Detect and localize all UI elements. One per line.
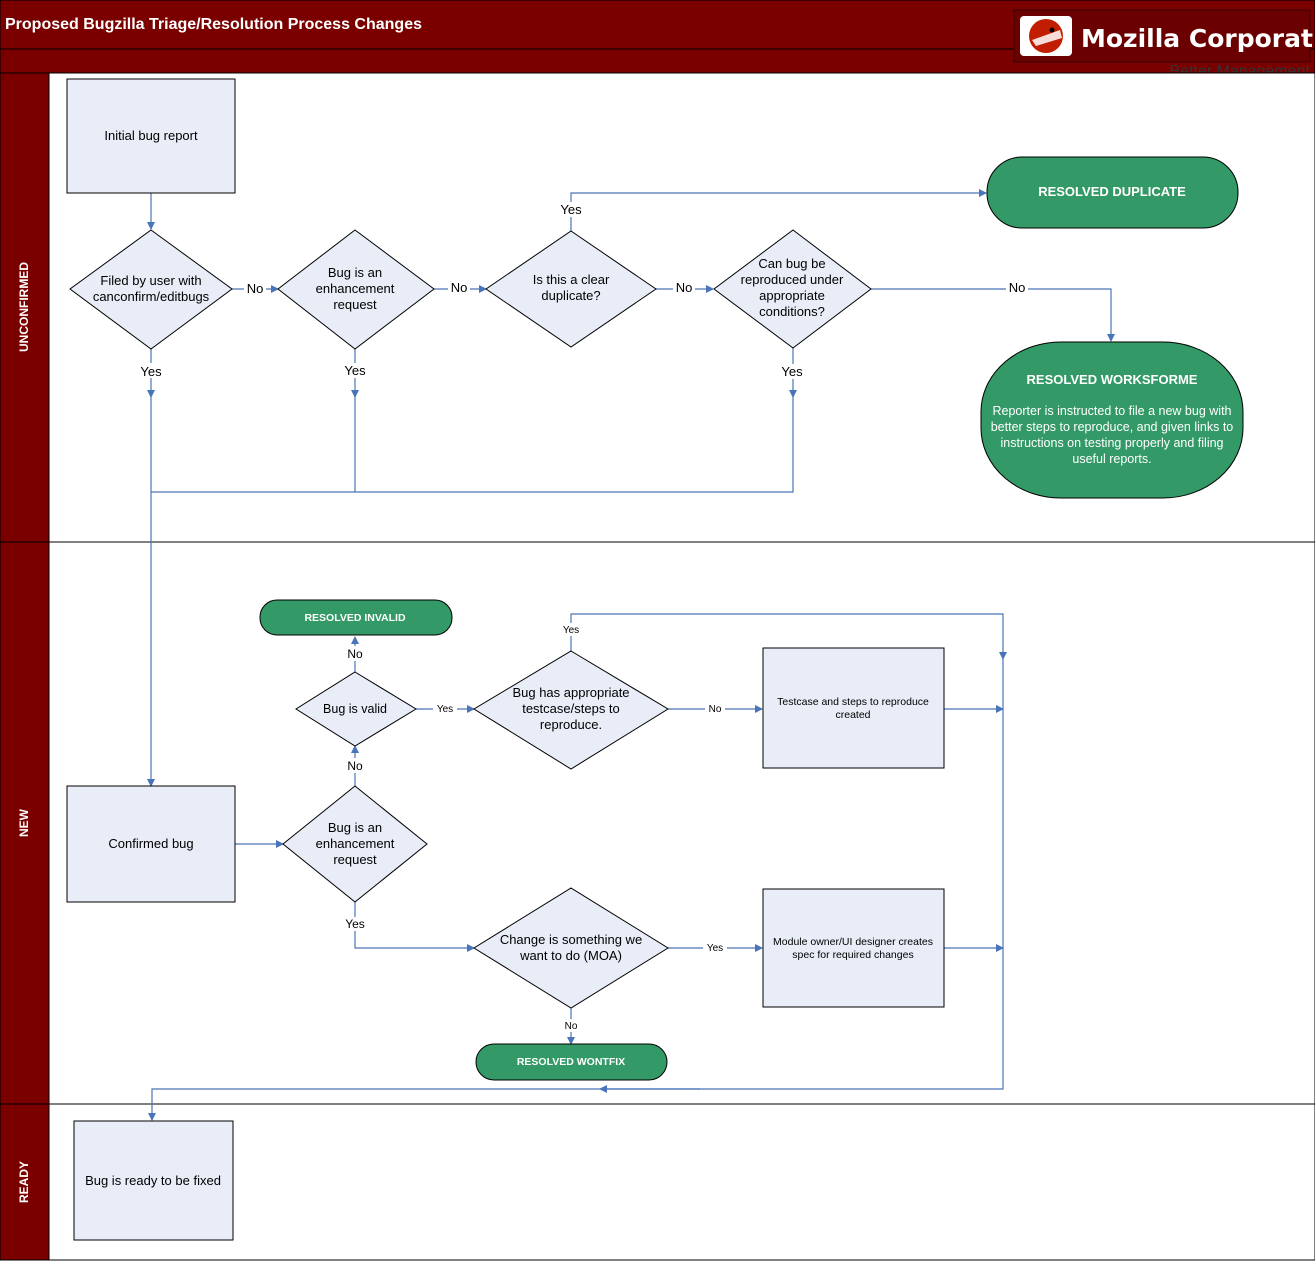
svg-text:Initial bug report: Initial bug report	[104, 128, 198, 143]
svg-text:appropriate: appropriate	[759, 288, 825, 303]
svg-text:RESOLVED DUPLICATE: RESOLVED DUPLICATE	[1038, 184, 1186, 199]
mozilla-logo: Mozilla Corporation	[1013, 9, 1315, 63]
node-confirmed-bug: Confirmed bug	[66, 785, 236, 903]
logo-text: Mozilla Corporation	[1081, 24, 1315, 53]
decision-enhancement-request-2: Bug is an enhancement request	[282, 785, 428, 903]
decision-change-wanted: Change is something we want to do (MOA)	[473, 887, 669, 1009]
svg-text:useful reports.: useful reports.	[1072, 452, 1151, 466]
svg-text:Bug is valid: Bug is valid	[323, 702, 387, 716]
edge-label-no: No	[247, 281, 264, 296]
edge-label-no: No	[1009, 280, 1026, 295]
terminal-resolved-worksforme: RESOLVED WORKSFORME Reporter is instruct…	[980, 341, 1244, 499]
edge-label-yes: Yes	[563, 625, 579, 636]
edge-label-no: No	[676, 280, 693, 295]
svg-text:conditions?: conditions?	[759, 304, 825, 319]
edge-label-no: No	[347, 647, 363, 661]
edge-label-yes: Yes	[140, 364, 162, 379]
svg-text:testcase/steps to: testcase/steps to	[522, 701, 620, 716]
edge-label-yes: Yes	[345, 917, 365, 931]
decision-appropriate-testcase: Bug has appropriate testcase/steps to re…	[473, 650, 669, 770]
edge-label-yes: Yes	[781, 364, 803, 379]
svg-text:reproduce.: reproduce.	[540, 717, 602, 732]
svg-text:created: created	[835, 709, 870, 721]
lane-label-ready: READY	[17, 1161, 31, 1203]
svg-text:enhancement: enhancement	[316, 836, 395, 851]
edge-labels: No No No No Yes Yes Yes Yes No No Yes No…	[138, 202, 1028, 1032]
edge-label-no: No	[347, 759, 363, 773]
svg-text:Is this a clear: Is this a clear	[533, 272, 610, 287]
svg-text:RESOLVED WORKSFORME: RESOLVED WORKSFORME	[1027, 372, 1198, 387]
svg-text:Can bug be: Can bug be	[758, 256, 825, 271]
edge-label-yes: Yes	[560, 202, 582, 217]
svg-text:better steps to reproduce, and: better steps to reproduce, and given lin…	[991, 420, 1234, 434]
svg-text:request: request	[333, 297, 377, 312]
node-testcase-created: Testcase and steps to reproduce created	[762, 647, 945, 769]
decision-bug-valid: Bug is valid	[295, 671, 417, 747]
node-ready-to-fix: Bug is ready to be fixed	[73, 1120, 234, 1241]
svg-text:Bug is an: Bug is an	[328, 265, 382, 280]
svg-text:Filed by user with: Filed by user with	[100, 273, 201, 288]
svg-text:Confirmed bug: Confirmed bug	[108, 836, 193, 851]
node-initial-report: Initial bug report	[66, 78, 236, 194]
svg-text:spec for required changes: spec for required changes	[792, 949, 913, 961]
svg-text:canconfirm/editbugs: canconfirm/editbugs	[93, 289, 210, 304]
svg-text:Reporter is instructed to file: Reporter is instructed to file a new bug…	[992, 404, 1231, 418]
svg-text:RESOLVED WONTFIX: RESOLVED WONTFIX	[517, 1056, 625, 1068]
svg-text:RESOLVED INVALID: RESOLVED INVALID	[304, 612, 406, 624]
decision-filed-by-user: Filed by user with canconfirm/editbugs	[69, 229, 233, 350]
edge-label-yes: Yes	[344, 363, 366, 378]
svg-text:Testcase and steps to reproduc: Testcase and steps to reproduce	[777, 696, 929, 708]
lane-label-unconfirmed: UNCONFIRMED	[17, 262, 31, 352]
terminal-resolved-invalid: RESOLVED INVALID	[259, 599, 453, 636]
node-module-owner: Module owner/UI designer creates spec fo…	[762, 888, 945, 1008]
terminal-resolved-duplicate: RESOLVED DUPLICATE	[986, 156, 1239, 229]
page-title: Proposed Bugzilla Triage/Resolution Proc…	[5, 16, 422, 33]
edge-label-no: No	[451, 280, 468, 295]
decision-enhancement-request-1: Bug is an enhancement request	[277, 229, 435, 350]
svg-text:Bug is ready to be fixed: Bug is ready to be fixed	[85, 1173, 221, 1188]
terminal-resolved-wontfix: RESOLVED WONTFIX	[475, 1043, 668, 1081]
svg-text:want to do (MOA): want to do (MOA)	[519, 948, 622, 963]
edge-label-yes: Yes	[707, 943, 723, 954]
svg-text:duplicate?: duplicate?	[541, 288, 600, 303]
svg-text:enhancement: enhancement	[316, 281, 395, 296]
svg-text:Change is something we: Change is something we	[500, 932, 642, 947]
svg-text:Bug has appropriate: Bug has appropriate	[512, 685, 629, 700]
edge-label-no: No	[709, 704, 722, 715]
svg-text:Bug is an: Bug is an	[328, 820, 382, 835]
svg-text:instructions on testing proper: instructions on testing properly and fil…	[1000, 436, 1223, 450]
lane-label-new: NEW	[17, 808, 31, 837]
svg-text:Module owner/UI designer creat: Module owner/UI designer creates	[773, 936, 933, 948]
edge-label-yes: Yes	[437, 704, 453, 715]
svg-text:request: request	[333, 852, 377, 867]
decision-clear-duplicate: Is this a clear duplicate?	[485, 230, 657, 348]
edge-label-no: No	[565, 1021, 578, 1032]
decision-can-reproduce: Can bug be reproduced under appropriate …	[713, 229, 872, 349]
svg-text:reproduced under: reproduced under	[741, 272, 844, 287]
